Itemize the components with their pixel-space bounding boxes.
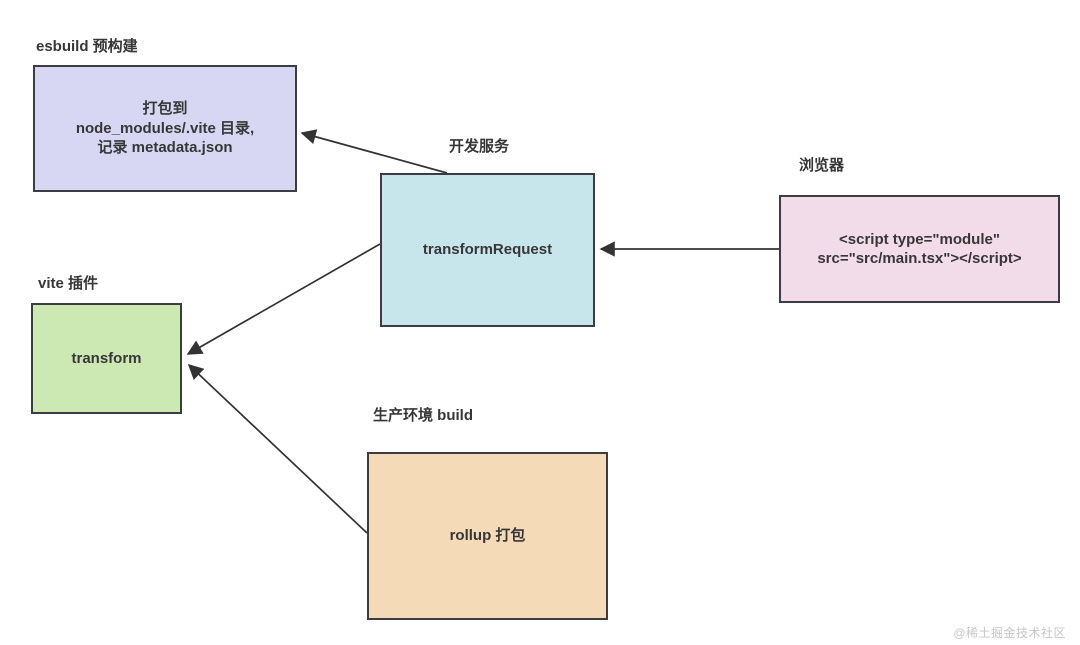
arrow-devserver-to-transform [186, 243, 381, 355]
node-dev-server-text: transformRequest [422, 241, 553, 259]
node-build-label: 生产环境 build [373, 407, 473, 424]
node-esbuild-label: esbuild 预构建 [36, 38, 138, 55]
node-build-text: rollup 打包 [449, 527, 526, 545]
arrow-build-to-transform [187, 363, 368, 534]
node-vite-plugin-box: transform [31, 303, 182, 414]
node-vite-plugin-label: vite 插件 [38, 275, 99, 292]
node-esbuild-box: 打包到 node_modules/.vite 目录, 记录 metadata.j… [33, 65, 297, 192]
node-browser-box: <script type="module" src="src/main.tsx"… [779, 195, 1060, 303]
node-browser-text: <script type="module" src="src/main.tsx"… [817, 230, 1022, 268]
node-vite-plugin-text: transform [71, 349, 142, 367]
node-browser-label: 浏览器 [799, 157, 845, 174]
node-dev-server-label: 开发服务 [449, 138, 510, 155]
arrow-devserver-to-esbuild [300, 129, 448, 174]
node-esbuild-text: 打包到 node_modules/.vite 目录, 记录 metadata.j… [75, 100, 255, 157]
node-build-box: rollup 打包 [367, 452, 608, 620]
watermark: @稀土掘金技术社区 [953, 626, 1066, 640]
node-dev-server-box: transformRequest [380, 173, 595, 327]
